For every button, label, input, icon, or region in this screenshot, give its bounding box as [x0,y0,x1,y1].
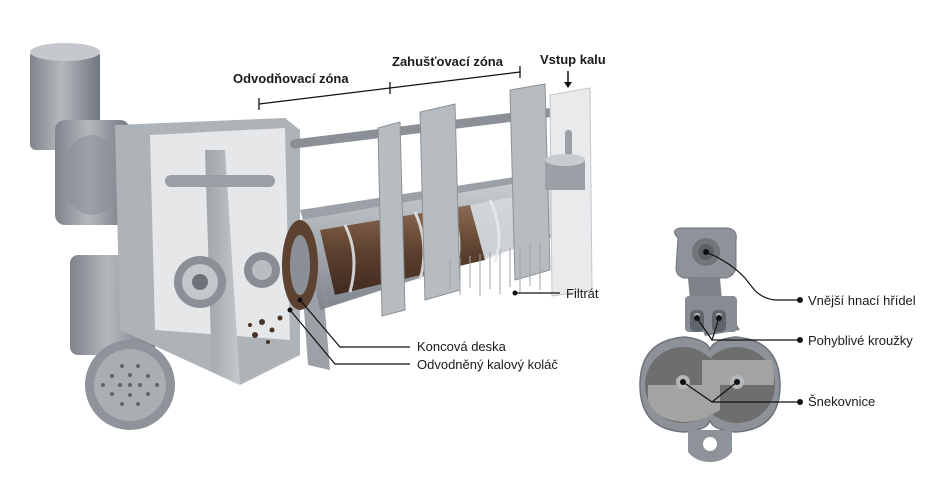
cross-section-diagram [639,227,781,462]
zone-plates [377,83,551,317]
label-moving-rings: Pohyblivé kroužky [808,333,913,348]
screw-press-machine [30,43,593,430]
sludge-inlet-plate [549,87,593,297]
label-filtrate: Filtrát [566,286,599,301]
label-sludge-inlet: Vstup kalu [540,52,606,67]
upper-gear-motor [30,43,130,225]
label-screw: Šnekovnice [808,394,875,409]
moving-rings-leader [694,315,803,343]
filtrate-leader [512,290,560,296]
thickening-zone-bracket [389,66,521,89]
sludge-cake-pieces [248,315,283,344]
end-plate-leader [297,297,410,348]
sludge-inlet-arrow [564,71,572,88]
filtrate-drips [449,242,541,296]
dewatering-zone-bracket [258,82,391,110]
dewatered-cake-leader [287,307,410,365]
gearbox-housing [115,118,300,385]
screw-leader [680,379,803,405]
label-dewatering-zone: Odvodňovací zóna [233,71,349,86]
label-dewatered-cake: Odvodněný kalový koláč [417,357,558,372]
label-outer-drive-shaft: Vnější hnací hřídel [808,293,916,308]
label-end-plate: Koncová deska [417,339,507,354]
label-thickening-zone: Zahušťovací zóna [392,54,504,69]
sludge-inlet-pipe [545,154,585,190]
outer-shaft-leader [703,249,803,303]
lower-drive-motor [70,255,175,430]
